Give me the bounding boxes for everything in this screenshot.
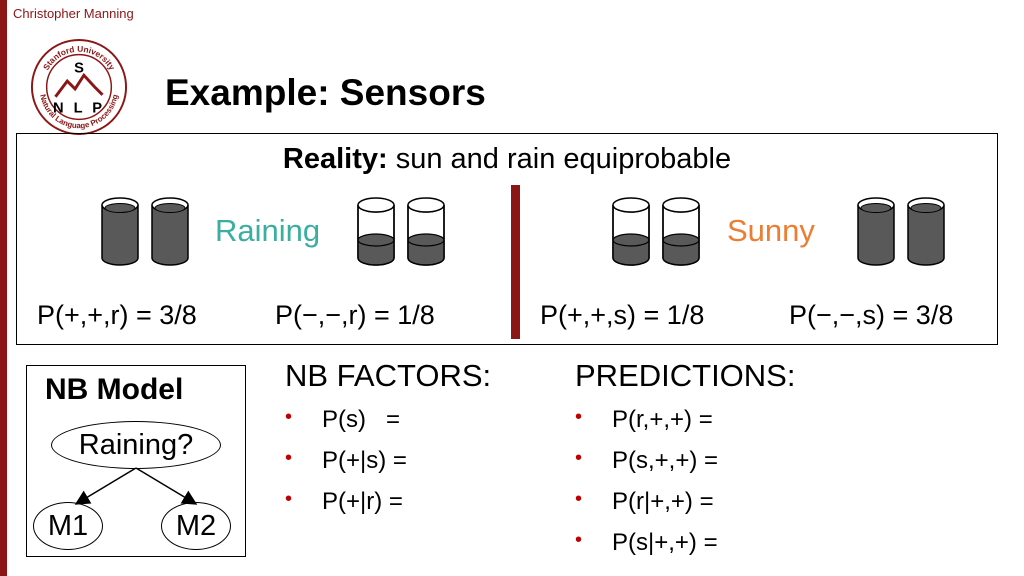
nb-node-m1: M1 (33, 502, 103, 550)
sensor-can-low-icon (612, 197, 650, 266)
list-item: • P(s,+,+) = (575, 447, 718, 488)
prediction-text: P(s|+,+) = (612, 529, 718, 556)
prediction-text: P(r|+,+) = (612, 488, 714, 515)
list-item: • P(r|+,+) = (575, 488, 718, 529)
bullet-icon: • (575, 447, 583, 469)
reality-box: Reality: sun and rain equiprobable (16, 133, 998, 345)
nb-factors-list: • P(s) = • P(+|s) = • P(+|r) = (285, 406, 407, 529)
svg-text:N L P: N L P (53, 100, 105, 116)
bullet-icon: • (285, 406, 293, 428)
nb-node-m2-label: M2 (175, 509, 217, 542)
nb-factors-heading: NB FACTORS: (285, 358, 492, 393)
prob-sunny-minus-minus: P(−,−,s) = 3/8 (789, 300, 954, 330)
bullet-icon: • (575, 406, 583, 428)
list-item: • P(+|s) = (285, 447, 407, 488)
sensor-can-low-icon (407, 197, 445, 266)
list-item: • P(+|r) = (285, 488, 407, 529)
sensor-can-full-icon (101, 197, 139, 266)
prob-sunny-plus-plus: P(+,+,s) = 1/8 (540, 300, 705, 330)
nb-node-m2: M2 (161, 502, 231, 550)
stanford-nlp-logo: Stanford University Natural Language Pro… (30, 38, 128, 136)
reality-label: Reality: (282, 143, 388, 175)
sensor-can-full-icon (907, 197, 945, 266)
prob-raining-plus-plus: P(+,+,r) = 3/8 (37, 300, 197, 330)
sensor-can-low-icon (662, 197, 700, 266)
slide-title: Example: Sensors (165, 72, 486, 113)
nb-node-m1-label: M1 (47, 509, 89, 542)
prediction-text: P(r,+,+) = (612, 406, 713, 433)
sensor-can-full-icon (151, 197, 189, 266)
bullet-icon: • (575, 529, 583, 551)
bullet-icon: • (285, 488, 293, 510)
raining-label: Raining (215, 213, 320, 249)
predictions-list: • P(r,+,+) = • P(s,+,+) = • P(r|+,+) = • P(s… (575, 406, 718, 570)
nb-model-edges (74, 467, 198, 505)
sensor-can-low-icon (357, 197, 395, 266)
author-label: Christopher Manning (13, 6, 134, 21)
nb-node-raining: Raining? (51, 421, 221, 469)
sunny-label-text: Sunny (727, 213, 815, 248)
svg-text:S: S (74, 60, 84, 76)
nb-model-box (26, 365, 246, 557)
nb-model-title: NB Model (45, 373, 184, 406)
left-accent-bar (0, 0, 7, 576)
prob-raining-minus-minus: P(−,−,r) = 1/8 (275, 300, 435, 330)
nb-factor-text: P(+|r) = (322, 488, 403, 515)
list-item: • P(s) = (285, 406, 407, 447)
nb-factor-text: P(+|s) = (322, 447, 407, 474)
list-item: • P(r,+,+) = (575, 406, 718, 447)
reality-text: sun and rain equiprobable (387, 143, 732, 175)
sunny-label: Sunny (727, 213, 815, 249)
sensor-can-full-icon (857, 197, 895, 266)
center-divider (511, 185, 520, 339)
raining-label-text: Raining (215, 213, 321, 248)
list-item: • P(s|+,+) = (575, 529, 718, 570)
predictions-heading: PREDICTIONS: (575, 358, 796, 393)
prediction-text: P(s,+,+) = (612, 447, 719, 474)
nb-factor-text: P(s) = (322, 406, 401, 433)
bullet-icon: • (575, 488, 583, 510)
nb-node-raining-label: Raining? (78, 428, 194, 461)
bullet-icon: • (285, 447, 293, 469)
reality-statement: Reality: sun and rain equiprobable (17, 143, 997, 176)
